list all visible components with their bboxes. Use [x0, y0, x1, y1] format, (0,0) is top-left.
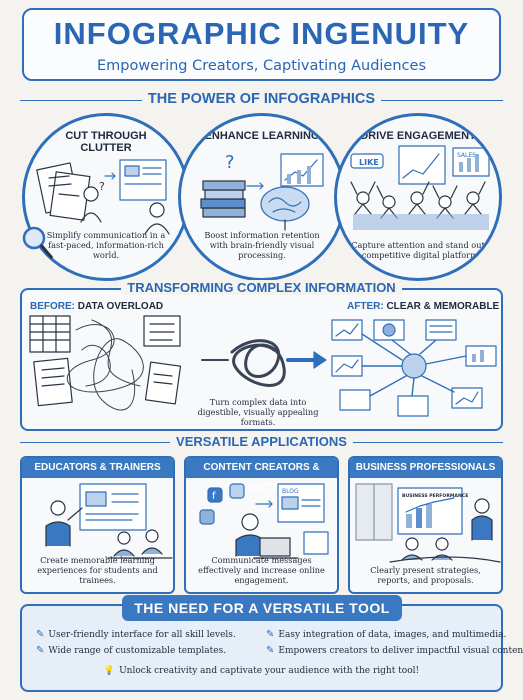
business-meeting-illustration: BUSINESS PERFORMANCE: [355, 483, 501, 563]
feature-item: ✎Easy integration of data, images, and m…: [266, 629, 507, 640]
books-brain-illustration: ?: [200, 152, 324, 231]
app-card-title: EDUCATORS & TRAINERS: [22, 458, 173, 478]
circle-description: Simplify communication in a fast-paced, …: [46, 230, 166, 260]
pencil-icon: ✎: [36, 645, 45, 656]
circle-description: Boost information retention with brain-f…: [204, 230, 320, 260]
app-card-description: Clearly present strategies, reports, and…: [370, 565, 481, 585]
section-title-transform: TRANSFORMING COMPLEX INFORMATION: [20, 280, 503, 295]
lightbulb-icon: 💡: [103, 666, 116, 676]
feature-item: ✎Empowers creators to deliver impactful …: [266, 645, 523, 656]
app-card-description: Create memorable learning experiences fo…: [37, 555, 158, 585]
blog-label: BLOG: [282, 488, 299, 495]
app-card-educators: EDUCATORS & TRAINERS Create memorable le…: [20, 456, 175, 594]
board-label: BUSINESS PERFORMANCE: [402, 493, 468, 499]
pencil-icon: ✎: [266, 645, 275, 656]
circle-title: DRIVE ENGAGEMENT: [360, 130, 476, 142]
transform-panel: BEFORE: DATA OVERLOAD AFTER: CLEAR & MEM…: [20, 288, 503, 431]
app-card-content-creators: CONTENT CREATORS & MARKETERS f BLOG Comm…: [184, 456, 339, 594]
transform-illustration: [29, 315, 497, 417]
sales-label: SALES: [457, 152, 476, 159]
circle-enhance-learning: ENHANCE LEARNING ? Boost information ret…: [178, 113, 346, 281]
circle-description: Capture attention and stand out in compe…: [351, 240, 485, 260]
content-creator-illustration: f BLOG: [199, 483, 329, 559]
pencil-icon: ✎: [36, 629, 45, 640]
before-label: BEFORE: DATA OVERLOAD: [30, 301, 164, 312]
svg-text:?: ?: [99, 180, 105, 193]
svg-text:f: f: [212, 491, 216, 502]
feature-item: ✎User-friendly interface for all skill l…: [36, 629, 236, 640]
feature-item: ✎Wide range of customizable templates.: [36, 645, 227, 656]
circle-title: ENHANCE LEARNING: [204, 130, 320, 142]
circle-cut-through-clutter: CUT THROUGH CLUTTER ? Simplify communica…: [22, 113, 190, 281]
page-subtitle: Empowering Creators, Captivating Audienc…: [96, 58, 426, 74]
pencil-icon: ✎: [266, 629, 275, 640]
classroom-illustration: [45, 483, 173, 559]
after-label: AFTER: CLEAR & MEMORABLE: [347, 301, 500, 312]
cheering-crowd-illustration: LIKE SALES: [350, 145, 490, 230]
app-card-title: BUSINESS PROFESSIONALS: [350, 458, 501, 478]
circle-title: CUT THROUGH CLUTTER: [65, 130, 147, 154]
tagline: 💡Unlock creativity and captivate your au…: [103, 666, 420, 676]
cluttered-papers-illustration: ?: [36, 159, 170, 235]
transform-description: Turn complex data into digestible, visua…: [197, 397, 319, 427]
header-banner: INFOGRAPHIC INGENUITY Empowering Creator…: [22, 8, 501, 81]
circle-drive-engagement: DRIVE ENGAGEMENT LIKE SALES Capture atte…: [334, 113, 502, 281]
app-card-title: CONTENT CREATORS & MARKETERS: [186, 458, 337, 493]
need-banner: THE NEED FOR A VERSATILE TOOL: [122, 595, 402, 621]
magnifier-icon: [22, 226, 54, 259]
page-title: INFOGRAPHIC INGENUITY: [53, 16, 470, 51]
section-title-power: THE POWER OF INFOGRAPHICS: [0, 91, 523, 107]
svg-text:?: ?: [225, 152, 235, 173]
like-badge: LIKE: [359, 158, 379, 167]
app-card-description: Communicate messages effectively and inc…: [198, 555, 325, 585]
section-title-versatile: VERSATILE APPLICATIONS: [0, 434, 523, 449]
app-card-business: BUSINESS PROFESSIONALS BUSINESS PERFORMA…: [348, 456, 503, 594]
